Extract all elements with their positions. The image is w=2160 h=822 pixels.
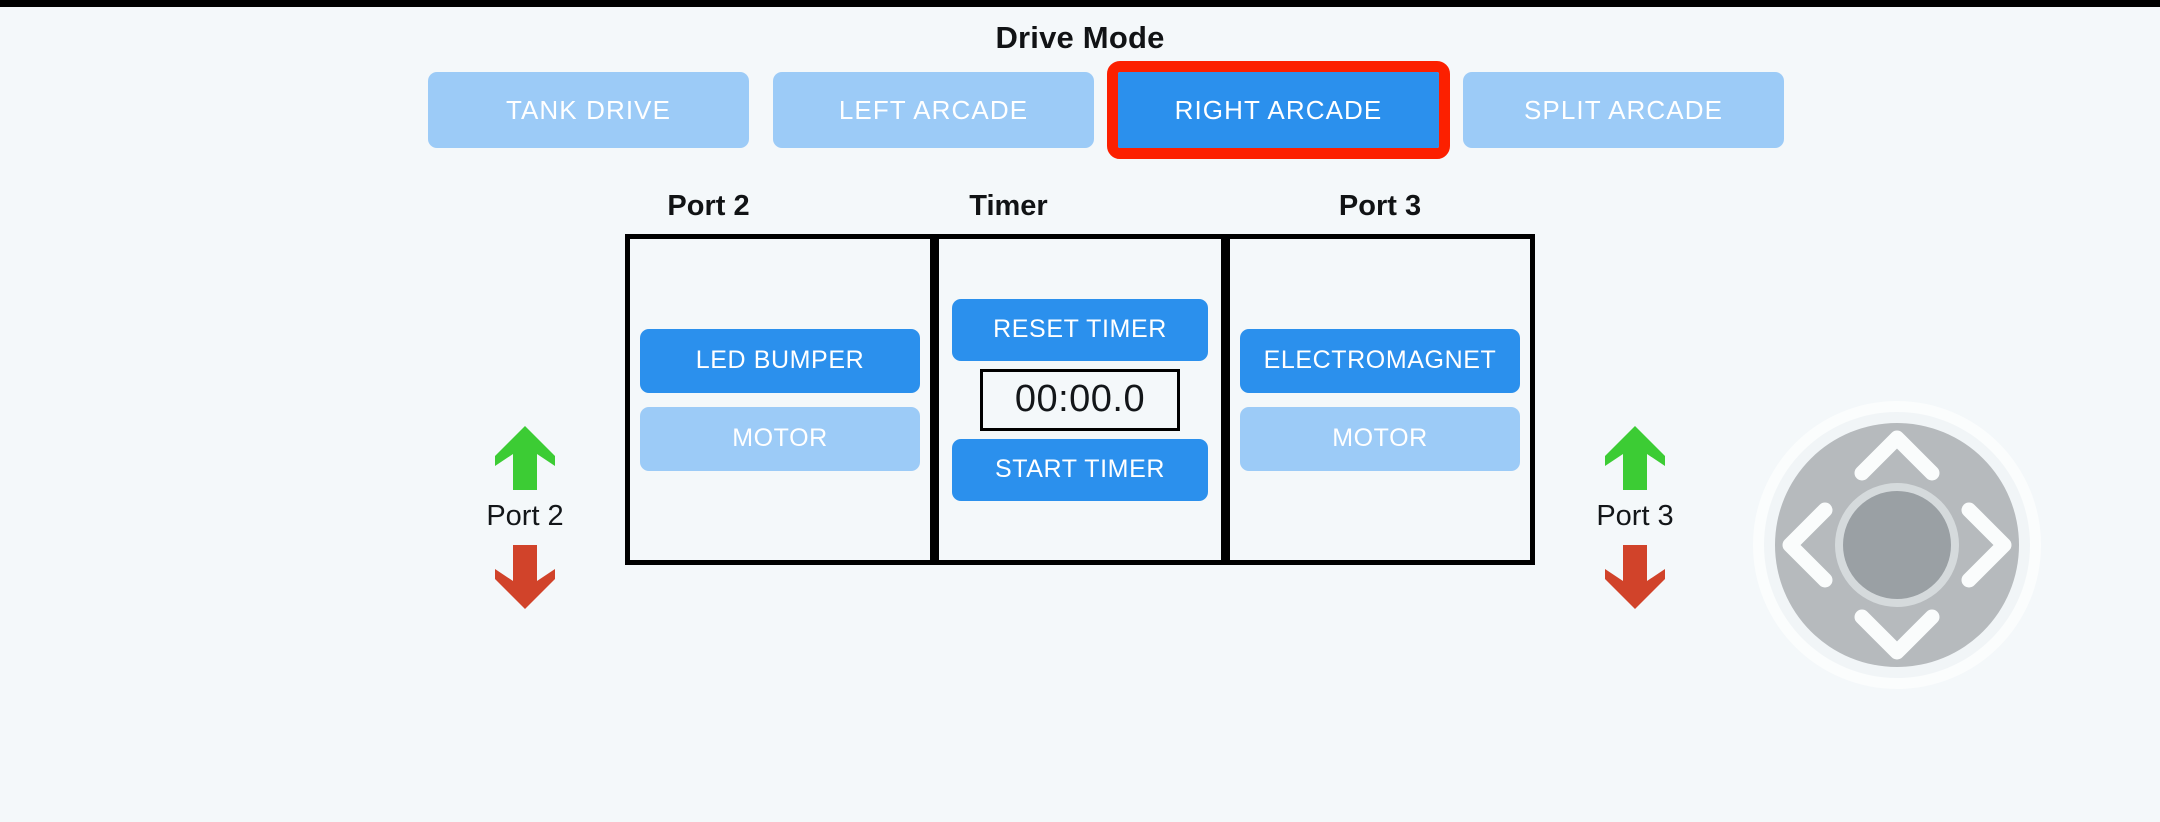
column-header-port3: Port 3 bbox=[1338, 190, 1422, 222]
timer-stack: RESET TIMER 00:00.0 START TIMER bbox=[952, 298, 1208, 501]
timer-display: 00:00.0 bbox=[980, 368, 1180, 431]
drive-mode-split-arcade[interactable]: SPLIT ARCADE bbox=[1463, 72, 1784, 148]
dpad-center-icon[interactable] bbox=[1843, 491, 1951, 599]
port3-panel: ELECTROMAGNET MOTOR bbox=[1225, 234, 1535, 565]
column-header-timer: Timer bbox=[969, 190, 1048, 222]
start-timer-button[interactable]: START TIMER bbox=[952, 438, 1208, 501]
chevron-down-icon[interactable] bbox=[1854, 609, 1940, 660]
port3-arrow-controls: Port 3 bbox=[1550, 424, 1720, 611]
arrow-down-icon[interactable] bbox=[493, 543, 557, 611]
chevron-right-icon[interactable] bbox=[1961, 502, 2012, 588]
port2-control-label: Port 2 bbox=[486, 500, 564, 532]
timer-panel: RESET TIMER 00:00.0 START TIMER bbox=[935, 234, 1225, 565]
drive-mode-left-arcade[interactable]: LEFT ARCADE bbox=[773, 72, 1094, 148]
port3-motor-button[interactable]: MOTOR bbox=[1240, 406, 1520, 471]
column-header-port2: Port 2 bbox=[667, 190, 750, 222]
arrow-up-icon[interactable] bbox=[493, 424, 557, 492]
page-title: Drive Mode bbox=[995, 20, 1165, 55]
reset-timer-button[interactable]: RESET TIMER bbox=[952, 298, 1208, 361]
port3-control-label: Port 3 bbox=[1596, 500, 1674, 532]
top-black-bar bbox=[0, 0, 2160, 7]
port2-arrow-controls: Port 2 bbox=[440, 424, 610, 611]
port2-motor-button[interactable]: MOTOR bbox=[640, 406, 920, 471]
control-panels: LED BUMPER MOTOR RESET TIMER 00:00.0 STA… bbox=[625, 234, 1535, 565]
dpad-control[interactable] bbox=[1752, 400, 2042, 690]
arrow-down-icon[interactable] bbox=[1603, 543, 1667, 611]
arrow-up-icon[interactable] bbox=[1603, 424, 1667, 492]
chevron-up-icon[interactable] bbox=[1854, 430, 1940, 481]
drive-mode-right-arcade[interactable]: RIGHT ARCADE bbox=[1107, 61, 1450, 159]
led-bumper-button[interactable]: LED BUMPER bbox=[640, 328, 920, 393]
port2-panel: LED BUMPER MOTOR bbox=[625, 234, 935, 565]
drive-mode-tank-drive[interactable]: TANK DRIVE bbox=[428, 72, 749, 148]
chevron-left-icon[interactable] bbox=[1782, 502, 1833, 588]
electromagnet-button[interactable]: ELECTROMAGNET bbox=[1240, 328, 1520, 393]
drive-mode-button-group: TANK DRIVE LEFT ARCADE RIGHT ARCADE SPLI… bbox=[428, 61, 1784, 159]
